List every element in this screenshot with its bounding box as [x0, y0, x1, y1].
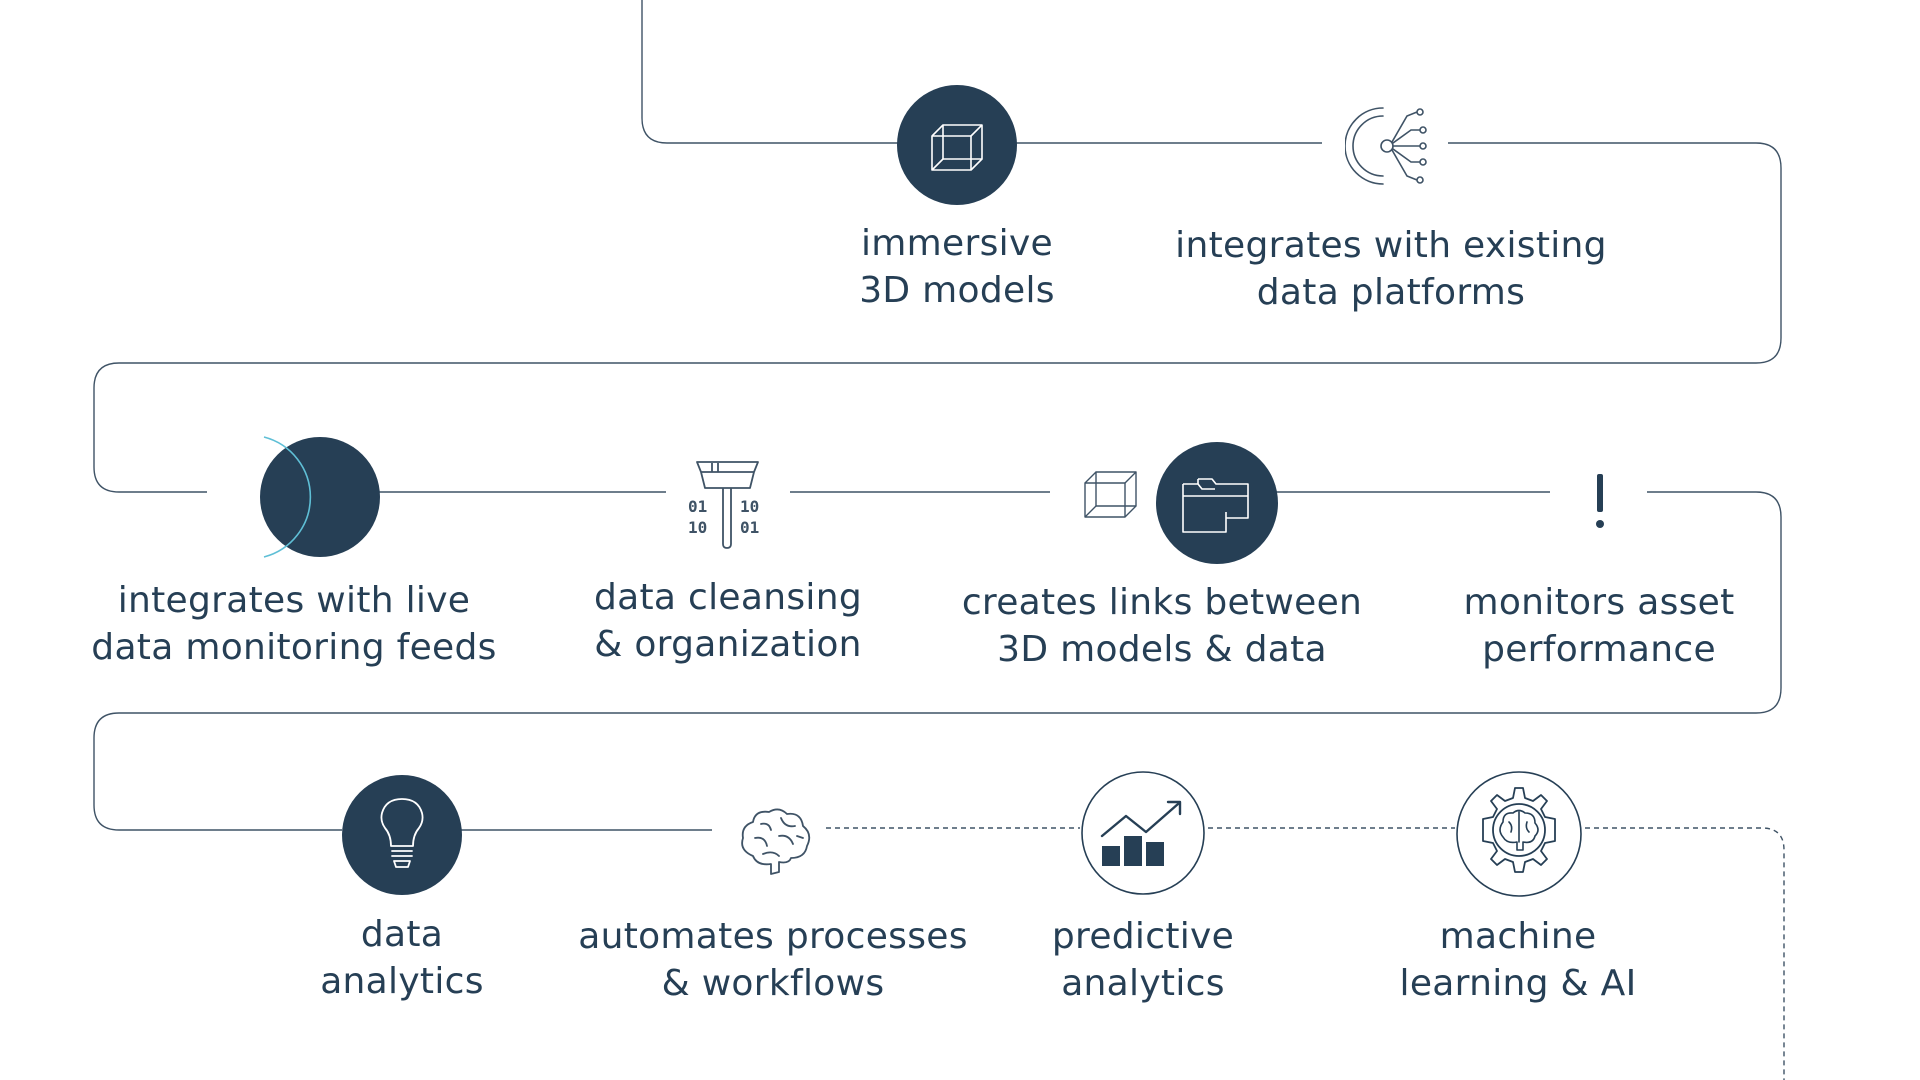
connector-turn-2	[93, 491, 1782, 831]
step-machine-learning-label: machine learning & AI	[1399, 916, 1637, 1004]
connector-turn-1	[93, 142, 1782, 493]
step-data-analytics-label: data analytics	[320, 914, 484, 1002]
step-integrates-live-label: integrates with live data monitoring fee…	[91, 580, 497, 668]
step-predictive-label: predictive analytics	[1051, 916, 1235, 1004]
svg-text:01: 01	[688, 497, 707, 516]
brain-icon	[741, 808, 811, 875]
gear-brain-icon	[1456, 771, 1582, 897]
live-feed-icon	[260, 436, 380, 558]
step-integrates-existing-label: integrates with existing data platforms	[1175, 225, 1607, 313]
step-data-cleansing-label: data cleansing & organization	[594, 577, 862, 665]
svg-text:01: 01	[740, 518, 759, 537]
step-creates-links-label: creates links between 3D models & data	[961, 582, 1363, 670]
step-monitors-asset-label: monitors asset performance	[1463, 582, 1735, 670]
connector-top	[641, 0, 1322, 144]
svg-text:10: 10	[688, 518, 707, 537]
chart-trend-icon	[1081, 771, 1205, 895]
cube-folder-icon	[1084, 442, 1278, 564]
svg-text:10: 10	[740, 497, 759, 516]
exclamation-icon	[1596, 474, 1604, 528]
step-automates-label: automates processes & workflows	[578, 916, 968, 1004]
cube-icon	[897, 85, 1017, 205]
data-network-icon	[1345, 107, 1427, 185]
lightbulb-icon	[342, 775, 462, 895]
step-immersive-label: immersive 3D models	[859, 223, 1055, 311]
broom-binary-icon: 01 10 10 01	[688, 461, 759, 549]
